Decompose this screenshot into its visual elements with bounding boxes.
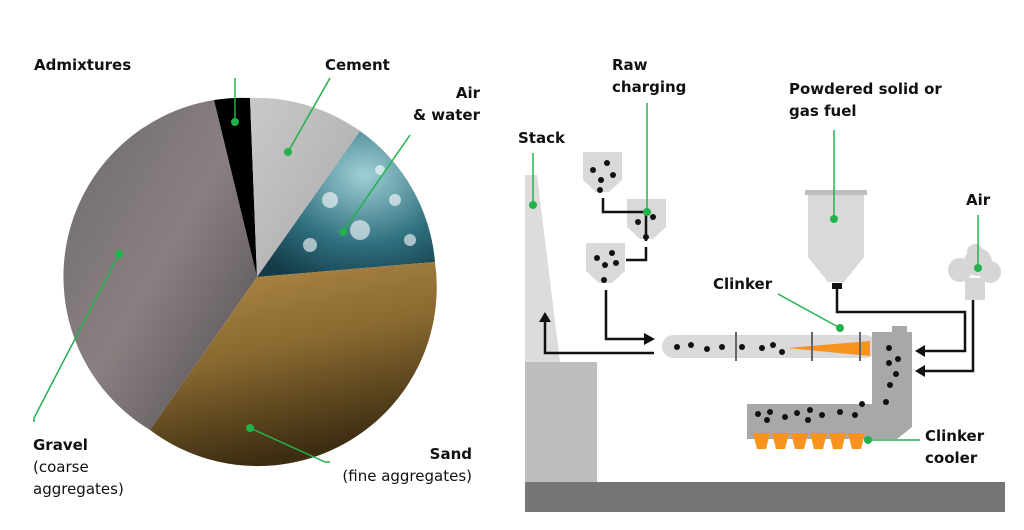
kiln-diagram [525,152,1005,512]
label-fuel-line1: Powdered solid or [789,80,942,98]
label-cooler-line1: Clinker [925,427,985,445]
label-clinker-cooler: Clinker cooler [925,425,984,469]
label-gravel-title: Gravel [33,436,88,454]
label-gravel-line3: aggregates) [33,480,124,498]
concrete-pie [63,97,437,467]
label-air-water-line1: Air [455,84,480,102]
building [525,362,597,482]
label-air-water-line2: & water [412,106,480,124]
pie-slice-air-water [257,131,435,277]
label-fuel: Powdered solid or gas fuel [789,78,942,122]
label-admixtures: Admixtures [34,56,132,74]
flame [787,341,870,356]
cooler-chamber [747,326,912,439]
stack [525,175,560,362]
ground [525,482,1005,512]
label-fuel-line2: gas fuel [789,102,857,120]
label-raw-line1: Raw [612,56,648,74]
air-bubbles [303,165,416,252]
rotary-kiln [662,335,877,358]
pie-slice-cement [250,97,360,277]
label-raw-charging: Raw charging [612,54,686,98]
label-air-water: Air & water [385,82,480,126]
pie-slice-admixtures [214,97,257,277]
label-clinker: Clinker [713,275,773,293]
label-stack: Stack [518,129,565,147]
kiln-leaders [532,103,979,441]
cooler-grates [753,433,865,449]
pie-leaders [33,77,411,463]
label-sand: Sand (fine aggregates) [300,443,472,487]
label-sand-title: Sand [429,445,472,463]
label-raw-line2: charging [612,78,687,96]
label-gravel: Gravel (coarse aggregates) [33,434,124,500]
pie-slice-gravel [63,100,257,430]
air-cloud [948,244,1001,300]
label-cement: Cement [325,56,390,74]
pie-slice-sand [150,262,437,467]
label-air: Air [966,191,991,209]
label-gravel-line2: (coarse [33,458,89,476]
label-sand-line2: (fine aggregates) [342,467,472,485]
label-cooler-line2: cooler [925,449,978,467]
